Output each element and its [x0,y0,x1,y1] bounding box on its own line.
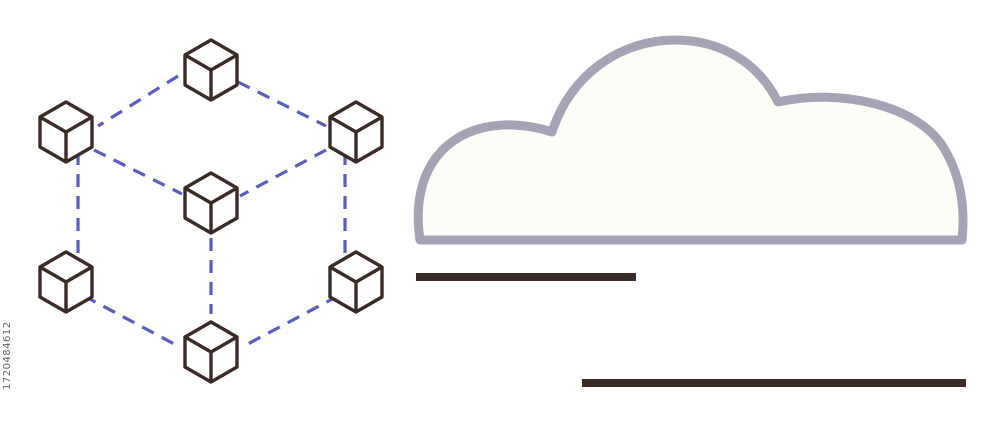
connector-left-center [93,148,183,196]
network-nodes [38,38,384,384]
cube-node-top [183,38,239,102]
network-connectors [76,74,347,348]
cube-node-lower-left [38,250,94,314]
connector-right-center [239,148,327,198]
stock-id-label: 1720484612 [2,321,13,391]
cube-node-upper-left [38,100,94,164]
cube-node-bottom [183,320,239,384]
cube-node-center [183,171,239,235]
connector-bottom-right [243,294,339,348]
cloud-icon [413,35,968,245]
connector-top-left [97,74,179,128]
cube-node-lower-right [328,250,384,314]
cube-node-upper-right [328,100,384,164]
connector-top-right [237,80,327,128]
connector-bottom-left [83,294,179,348]
